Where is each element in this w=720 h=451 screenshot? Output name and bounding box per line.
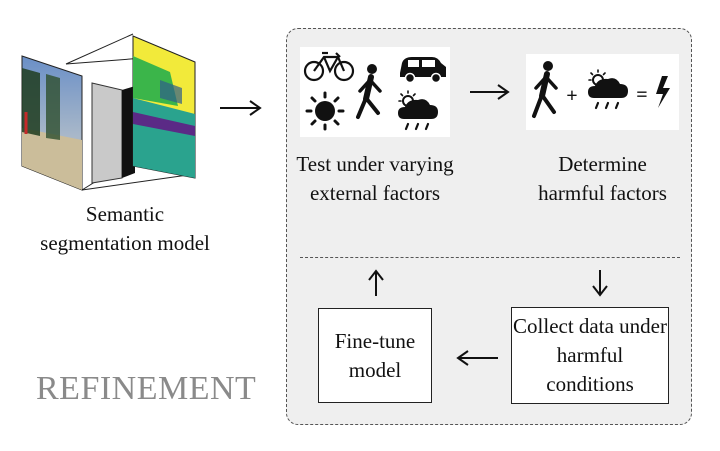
fine-tune-box: Fine-tune model (318, 308, 432, 403)
test-step-label: Test under varying external factors (296, 152, 454, 205)
down-arrow-icon (592, 270, 608, 297)
right-arrow-icon (470, 84, 510, 100)
harmful-factors-icons: + = (526, 54, 679, 130)
bicycle-icon (303, 51, 355, 82)
rain-cloud-icon (398, 90, 438, 131)
panel-divider (300, 257, 680, 258)
input-street-image (21, 55, 83, 191)
pedestrian-icon (356, 64, 382, 119)
right-arrow-icon (220, 100, 262, 116)
equals-sign: = (636, 84, 647, 106)
rain-cloud-icon (588, 69, 628, 110)
segmentation-model-illustration (21, 33, 196, 191)
determine-step-label: Determine harmful factors (538, 152, 667, 205)
model-label: Semantic segmentation model (40, 202, 210, 255)
collect-data-box: Collect data under harmful conditions (511, 307, 669, 404)
left-arrow-icon (456, 350, 498, 366)
car-icon (400, 57, 446, 84)
finetune-step-label: Fine-tune model (334, 328, 416, 382)
segmentation-map-image (132, 35, 196, 179)
refinement-label: REFINEMENT (36, 370, 257, 407)
collect-step-label: Collect data under harmful conditions (513, 314, 667, 396)
plus-sign: + (566, 85, 577, 107)
lightning-icon (656, 76, 670, 108)
external-factors-icons (300, 47, 450, 137)
pedestrian-icon (532, 61, 558, 118)
up-arrow-icon (368, 269, 384, 296)
sun-icon (305, 91, 345, 131)
